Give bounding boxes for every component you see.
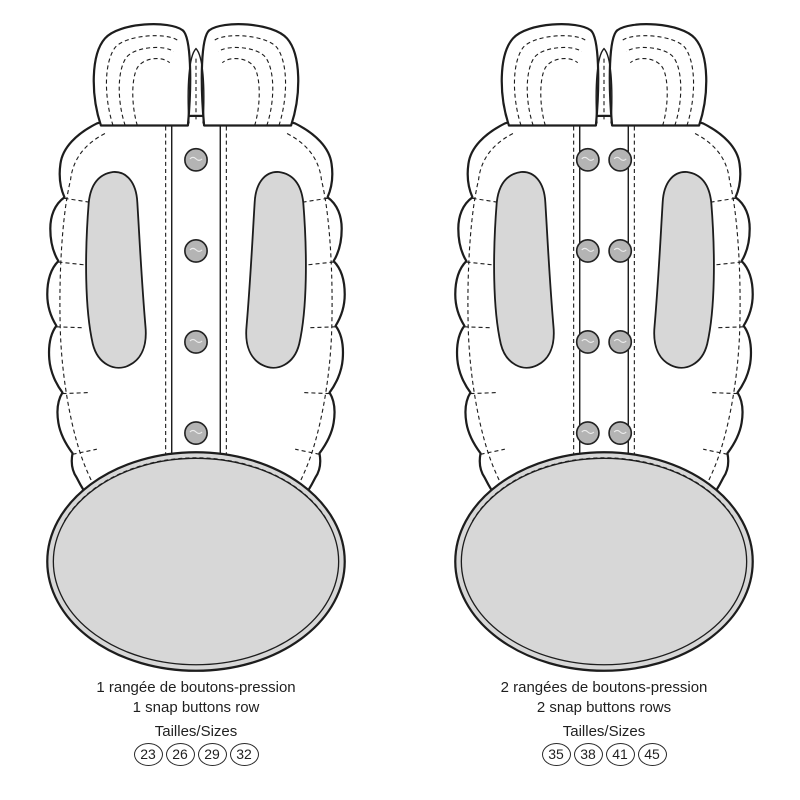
size-badge: 41 bbox=[605, 742, 635, 766]
sizes-label: Tailles/Sizes bbox=[562, 722, 646, 740]
garment-diagram-one-row bbox=[46, 23, 346, 672]
snap-button bbox=[184, 421, 208, 445]
size-badge: 45 bbox=[637, 742, 667, 766]
figure-two-rows: 2 rangées de boutons-pression 2 snap but… bbox=[412, 10, 796, 766]
size-badge: 32 bbox=[229, 742, 259, 766]
size-badge: 29 bbox=[197, 742, 227, 766]
size-badge: 26 bbox=[165, 742, 195, 766]
snap-button bbox=[608, 330, 633, 354]
snap-button bbox=[575, 147, 600, 172]
snap-button bbox=[575, 330, 600, 354]
sizes-badges: 23 26 29 32 bbox=[133, 742, 259, 766]
size-badge: 38 bbox=[573, 742, 603, 766]
size-badge: 35 bbox=[541, 742, 571, 766]
snap-button bbox=[575, 238, 600, 263]
sizes-badges: 35 38 41 45 bbox=[541, 742, 667, 766]
caption-english: 2 snap buttons rows bbox=[536, 698, 672, 716]
size-badge: 23 bbox=[133, 742, 163, 766]
snap-button bbox=[608, 421, 633, 445]
figure-one-row: 1 rangée de boutons-pression 1 snap butt… bbox=[4, 10, 388, 766]
sizes-label: Tailles/Sizes bbox=[154, 722, 238, 740]
caption-english: 1 snap buttons row bbox=[132, 698, 260, 716]
snap-button bbox=[184, 330, 208, 354]
snap-button bbox=[575, 421, 600, 445]
garment-diagram-two-rows bbox=[454, 23, 754, 672]
diagram-page: 1 rangée de boutons-pression 1 snap butt… bbox=[4, 10, 796, 766]
snap-button bbox=[184, 147, 208, 172]
caption-french: 1 rangée de boutons-pression bbox=[96, 679, 296, 696]
snap-button bbox=[608, 147, 633, 172]
snap-button bbox=[184, 238, 208, 263]
snap-button bbox=[608, 238, 633, 263]
caption-french: 2 rangées de boutons-pression bbox=[500, 679, 708, 696]
